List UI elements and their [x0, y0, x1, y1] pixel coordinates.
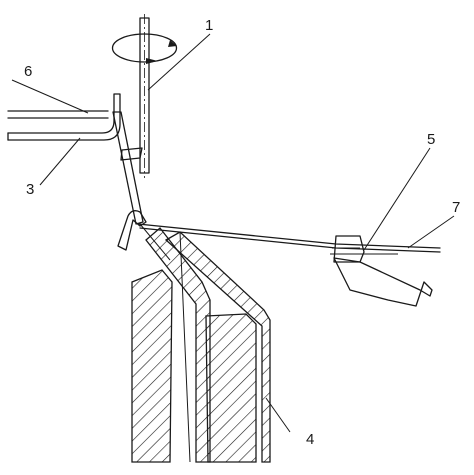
leader-6 — [11, 79, 89, 114]
label-4: 4 — [306, 431, 314, 448]
leader-3 — [39, 137, 81, 186]
right-hatched-block — [205, 313, 257, 463]
leader-7 — [407, 215, 455, 249]
leader-lines — [11, 33, 455, 433]
thread-guide-bar — [112, 111, 144, 225]
part-3-lower-rail — [7, 93, 121, 141]
label-6: 6 — [24, 63, 32, 80]
slanted-hatched-plate — [164, 231, 271, 463]
label-1: 1 — [205, 17, 213, 34]
spindle-arrowhead-icon — [146, 58, 158, 64]
leader-4 — [265, 397, 291, 433]
left-hatched-block — [131, 269, 173, 463]
rotation-arrow-icon — [111, 33, 178, 63]
leader-5 — [363, 147, 431, 251]
rotation-arrowhead-icon — [168, 40, 177, 47]
part-1-spindle — [111, 14, 178, 178]
part-6-upper-rail — [7, 110, 109, 119]
label-7: 7 — [452, 199, 460, 216]
part-4-sinker-assembly — [131, 227, 271, 463]
part-5-yarn-carrier — [330, 235, 433, 307]
leader-1 — [147, 33, 211, 91]
label-5: 5 — [427, 131, 435, 148]
label-3: 3 — [26, 181, 34, 198]
guide-clip — [120, 147, 143, 161]
